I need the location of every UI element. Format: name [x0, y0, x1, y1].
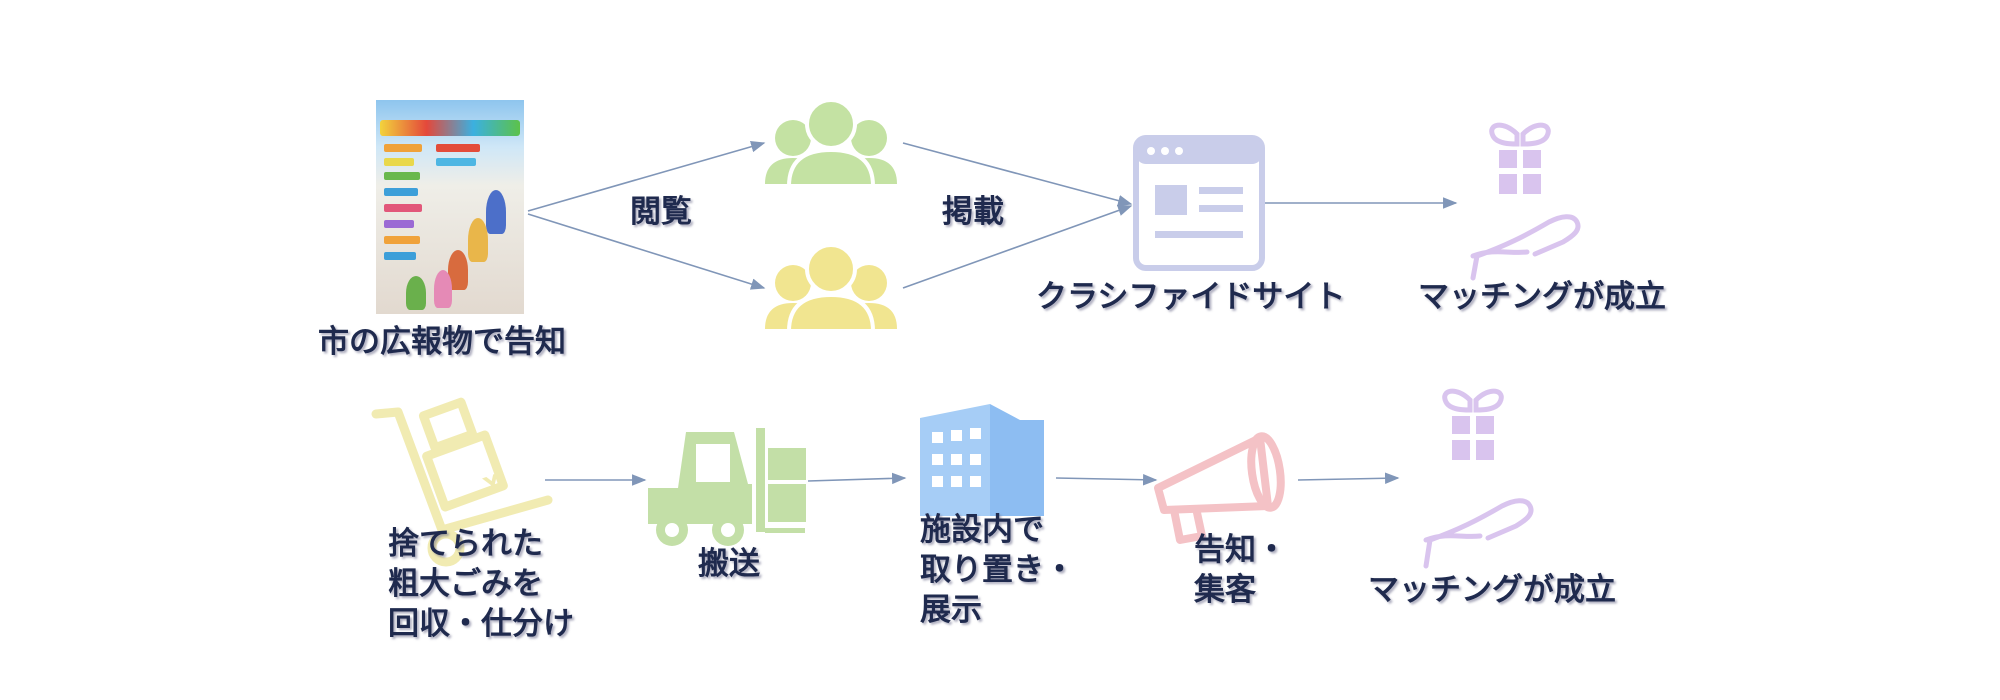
transport-label: 搬送 — [698, 546, 760, 582]
flyer-sign — [436, 158, 476, 166]
website-icon — [1133, 135, 1265, 271]
flyer-sign — [384, 158, 414, 166]
people-group-icon — [765, 98, 897, 188]
matching-label: マッチングが成立 — [1418, 279, 1666, 315]
post-label: 掲載 — [942, 194, 1004, 230]
facility-label: 施設内で 取り置き・ 展示 — [920, 510, 1075, 630]
flyer-sign — [436, 144, 480, 152]
arrow — [527, 141, 766, 212]
collect-label-line: 回収・仕分け — [388, 606, 574, 642]
announce-label-line: 告知・ — [1194, 532, 1287, 568]
flyer-title-banner — [380, 120, 520, 136]
flyer-sign — [384, 144, 422, 152]
announce-label-line: 集客 — [1194, 572, 1256, 608]
collect-label: 捨てられた 粗大ごみを 回収・仕分け — [388, 524, 574, 644]
city-flyer-image — [376, 100, 524, 314]
flyer-character — [486, 190, 506, 234]
gift-hand-icon — [1423, 388, 1534, 569]
collect-label-line: 捨てられた — [388, 526, 543, 562]
people-group-icon — [765, 243, 897, 333]
browse-label: 閲覧 — [630, 194, 692, 230]
website-label: クラシファイドサイト — [1036, 279, 1346, 315]
building-icon — [920, 404, 1044, 516]
arrow — [1055, 473, 1158, 486]
flyer-label: 市の広報物で告知 — [318, 324, 566, 360]
flyer-sign — [384, 172, 420, 180]
forklift-icon — [648, 428, 806, 546]
arrow — [807, 472, 907, 485]
matching-label: マッチングが成立 — [1368, 572, 1616, 608]
arrow — [902, 204, 1133, 289]
collect-label-line: 粗大ごみを — [388, 566, 543, 602]
facility-label-line: 展示 — [920, 592, 982, 628]
flyer-sign — [384, 236, 420, 244]
arrow — [527, 213, 766, 290]
flyer-character — [468, 218, 488, 262]
gift-hand-icon — [1470, 122, 1581, 281]
flyer-character — [448, 250, 468, 290]
announce-label: 告知・ 集客 — [1194, 530, 1287, 610]
flyer-sign — [384, 204, 422, 212]
facility-label-line: 施設内で — [920, 512, 1044, 548]
facility-label-line: 取り置き・ — [920, 552, 1075, 588]
flyer-sign — [384, 252, 416, 260]
flyer-character — [406, 276, 426, 310]
flyer-sign — [384, 220, 414, 228]
arrow — [902, 142, 1133, 207]
arrow — [1297, 472, 1400, 485]
flyer-sign — [384, 188, 418, 196]
megaphone-icon — [1154, 432, 1285, 544]
hand-truck-icon: Y — [371, 397, 553, 567]
flyer-character — [434, 270, 452, 308]
